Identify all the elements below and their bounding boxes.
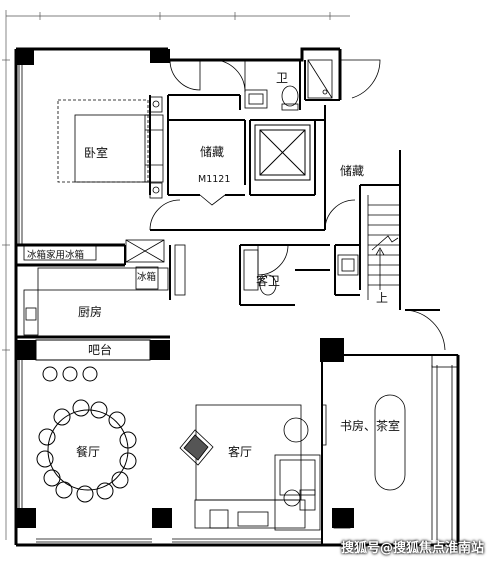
label-kitchen: 厨房 <box>78 304 102 319</box>
watermark: 搜狐号@搜狐焦点淮南站 <box>340 541 484 556</box>
staircase <box>367 195 400 300</box>
label-storage-side: 储藏 <box>340 163 364 178</box>
bathroom-fixtures <box>243 59 359 296</box>
bar-counter <box>35 339 151 382</box>
interior-walls <box>124 60 458 545</box>
label-bedroom: 卧室 <box>84 145 108 160</box>
label-dining: 餐厅 <box>76 444 100 459</box>
window-lines <box>18 65 459 543</box>
doors <box>149 59 446 446</box>
dining-table <box>36 399 137 503</box>
label-study: 书房、茶室 <box>340 418 400 433</box>
columns <box>16 49 354 528</box>
label-stair-up: 上 <box>376 291 388 305</box>
label-guest-bath: 客卫 <box>256 273 280 288</box>
label-living: 客厅 <box>228 444 252 459</box>
label-bar: 吧台 <box>88 342 112 357</box>
living-room-furniture <box>179 404 321 531</box>
label-fridge: 冰箱 <box>137 271 156 283</box>
dimension-lines <box>2 10 350 540</box>
bedroom-furniture <box>57 96 164 199</box>
label-door-code: M1121 <box>198 174 230 185</box>
kitchen-furniture <box>23 239 186 336</box>
label-laundry: 冰箱家用冰箱 <box>27 249 84 261</box>
label-storage-main: 储藏 <box>200 144 224 159</box>
exterior-walls <box>14 47 460 547</box>
elevator-shaft <box>254 124 311 181</box>
label-bath-top: 卫 <box>276 71 288 85</box>
study-furniture <box>333 394 406 529</box>
